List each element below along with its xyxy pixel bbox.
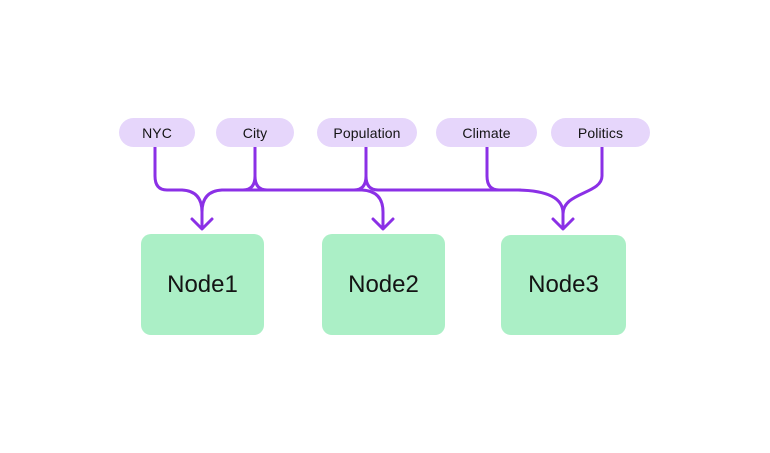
arrowhead-icon-node1 xyxy=(190,217,214,231)
pill-population: Population xyxy=(317,118,417,147)
node-node2: Node2 xyxy=(322,234,445,335)
node-label: Node2 xyxy=(348,270,419,298)
edge-population-to-node3 xyxy=(364,145,565,228)
pill-label: Politics xyxy=(577,124,624,141)
pill-label: NYC xyxy=(142,124,172,141)
node-node1: Node1 xyxy=(141,234,264,335)
pill-city: City xyxy=(216,118,294,147)
pill-nyc: NYC xyxy=(119,118,195,147)
node-label: Node3 xyxy=(528,271,599,298)
pill-climate: Climate xyxy=(436,118,537,147)
pill-label: Climate xyxy=(462,124,511,141)
node-node3: Node3 xyxy=(501,235,626,335)
edge-nyc-to-node1 xyxy=(153,145,204,228)
arrowhead-icon-node2 xyxy=(371,217,395,231)
pill-politics: Politics xyxy=(551,118,650,147)
node-label: Node1 xyxy=(167,270,238,298)
edge-population-to-node1 xyxy=(224,145,368,192)
pill-label: Population xyxy=(333,124,401,141)
arrowhead-icon-node3 xyxy=(551,217,575,231)
pill-label: City xyxy=(242,124,268,141)
edge-politics-to-node3 xyxy=(561,145,604,228)
edge-city-to-node1 xyxy=(200,145,257,228)
edge-climate-to-node3 xyxy=(485,145,522,192)
